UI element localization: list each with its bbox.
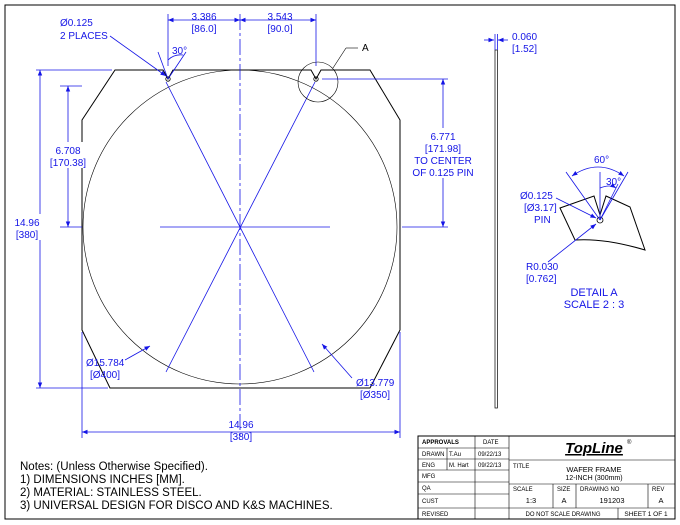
title-line-2: 12-INCH (300mm) bbox=[565, 475, 622, 482]
pin-diameter-callout: Ø0.125 2 PLACES 30° bbox=[60, 18, 187, 80]
pin-diameter-text: Ø0.125 bbox=[60, 18, 93, 29]
row-label: ENG bbox=[422, 463, 435, 469]
pin-hole-left bbox=[165, 76, 171, 82]
row-label: QA bbox=[422, 486, 431, 492]
note-item: 2) MATERIAL: STAINLESS STEEL. bbox=[20, 487, 202, 499]
flat-mm: [170.38] bbox=[50, 158, 86, 169]
left-dimensions: 14.96 [380] 6.708 [170.38] bbox=[14, 69, 112, 389]
detail-radius-in: R0.030 bbox=[526, 262, 559, 273]
detail-a-profile bbox=[559, 195, 646, 251]
thickness-in: 0.060 bbox=[512, 32, 537, 43]
size-label: SIZE bbox=[557, 487, 570, 493]
side-view: 0.060 [1.52] bbox=[484, 32, 537, 409]
scale-label: SCALE bbox=[513, 487, 533, 493]
svg-text:®: ® bbox=[627, 439, 632, 446]
pin-center-in: 6.771 bbox=[430, 132, 455, 143]
detail-radius-mm: [0.762] bbox=[526, 274, 557, 285]
rev-label: REV bbox=[652, 487, 664, 493]
diagonal-centerline-1 bbox=[165, 81, 315, 373]
row-label: DRAWN bbox=[422, 452, 444, 458]
right-pin-center-dimension: 6.771 [171.98] TO CENTER OF 0.125 PIN bbox=[322, 78, 482, 228]
row-name: T.Au bbox=[449, 452, 461, 458]
detail-angle-60: 60° bbox=[594, 155, 609, 166]
approvals-header: APPROVALS bbox=[422, 440, 459, 446]
scale-value: 1:3 bbox=[526, 496, 536, 505]
center-lines bbox=[160, 14, 330, 440]
top-offset-dimensions: 3.386 [86.0] 3.543 [90.0] bbox=[167, 12, 317, 66]
drawing-no-value: 191203 bbox=[599, 496, 624, 505]
title-line-1: WAFER FRAME bbox=[566, 465, 621, 474]
right-offset-in: 3.543 bbox=[267, 12, 292, 23]
detail-a-view: 60° 30° Ø0.125 [Ø3.17] PIN R0.030 [0.762… bbox=[520, 155, 646, 311]
pin-center-note-2: OF 0.125 PIN bbox=[412, 168, 473, 179]
row-date: 09/22/13 bbox=[478, 452, 502, 458]
note-item: 1) DIMENSIONS INCHES [MM]. bbox=[20, 474, 185, 486]
detail-pin-mm: [Ø3.17] bbox=[524, 203, 557, 214]
row-name: M. Hart bbox=[449, 463, 469, 469]
detail-a-callout-circle bbox=[297, 61, 339, 103]
pin-hole-right bbox=[313, 76, 319, 82]
title-block: APPROVALS DATE DRAWN T.Au 09/22/13 ENG M… bbox=[417, 435, 676, 520]
row-label: MFG bbox=[422, 474, 436, 480]
row-label: REVISED bbox=[422, 512, 449, 518]
row-date: 09/22/13 bbox=[478, 463, 502, 469]
topline-logo: TopLine ® bbox=[564, 438, 632, 457]
detail-a-callout-label: A bbox=[362, 43, 369, 54]
inner-dia-mm: [Ø350] bbox=[360, 390, 390, 401]
left-offset-mm: [86.0] bbox=[191, 24, 216, 35]
frame-outer-profile bbox=[81, 69, 401, 389]
outer-dia-mm: [Ø400] bbox=[90, 370, 120, 381]
notes-heading: Notes: (Unless Otherwise Specified). bbox=[20, 461, 208, 473]
side-profile bbox=[494, 49, 498, 409]
do-not-scale: DO NOT SCALE DRAWING bbox=[525, 512, 600, 518]
date-header: DATE bbox=[483, 440, 499, 446]
sheet-border bbox=[4, 4, 676, 520]
bottom-width-dimension: 14.96 [380] bbox=[81, 332, 401, 443]
pin-center-note-1: TO CENTER bbox=[414, 156, 472, 167]
outer-dia-in: Ø15.784 bbox=[86, 358, 125, 369]
rev-value: A bbox=[658, 496, 663, 505]
row-label: CUST bbox=[422, 499, 439, 505]
thickness-mm: [1.52] bbox=[512, 44, 537, 55]
pin-places-text: 2 PLACES bbox=[60, 31, 108, 42]
pin-angle-30: 30° bbox=[172, 46, 187, 57]
detail-pin-word: PIN bbox=[534, 215, 551, 226]
diagonal-centerline-2 bbox=[165, 81, 316, 373]
notes-block: Notes: (Unless Otherwise Specified). 1) … bbox=[20, 461, 333, 512]
detail-scale: SCALE 2 : 3 bbox=[564, 299, 625, 311]
width-mm: [380] bbox=[230, 432, 252, 443]
height-in: 14.96 bbox=[14, 218, 39, 229]
logo-text: TopLine bbox=[565, 440, 623, 457]
note-item: 3) UNIVERSAL DESIGN FOR DISCO AND K&S MA… bbox=[20, 500, 333, 512]
inner-dia-in: Ø13.779 bbox=[356, 378, 395, 389]
pin-center-mm: [171.98] bbox=[425, 144, 461, 155]
size-value: A bbox=[561, 496, 566, 505]
right-offset-mm: [90.0] bbox=[267, 24, 292, 35]
drawing-no-label: DRAWING NO bbox=[580, 487, 620, 493]
detail-pin-in: Ø0.125 bbox=[520, 191, 553, 202]
title-label: TITLE bbox=[513, 464, 529, 470]
detail-title: DETAIL A bbox=[570, 287, 618, 299]
sheet-number: SHEET 1 OF 1 bbox=[624, 511, 668, 518]
height-mm: [380] bbox=[16, 230, 38, 241]
width-in: 14.96 bbox=[228, 420, 253, 431]
left-offset-in: 3.386 bbox=[191, 12, 216, 23]
detail-angle-30: 30° bbox=[606, 177, 621, 188]
diameter-callouts: Ø15.784 [Ø400] Ø13.779 [Ø350] bbox=[86, 343, 395, 401]
flat-in: 6.708 bbox=[55, 146, 80, 157]
